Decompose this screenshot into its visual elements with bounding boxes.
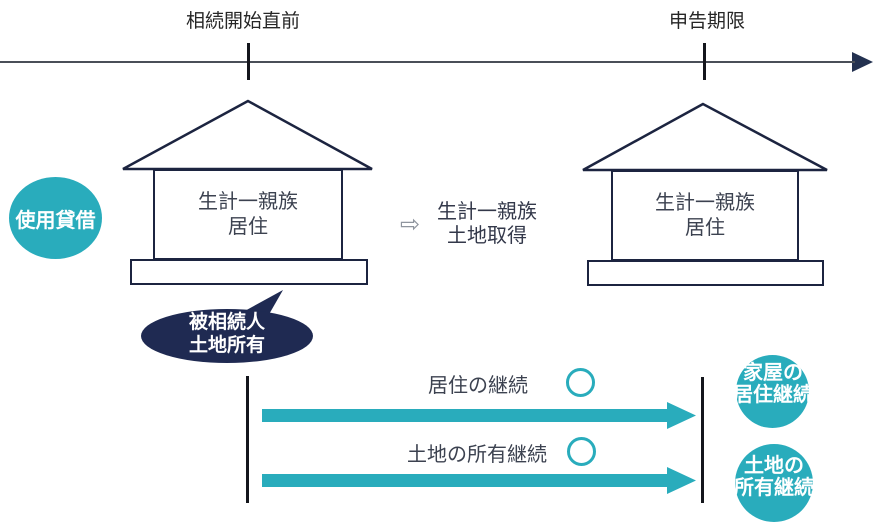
right-house-text: 生計一親族 居住 <box>611 170 799 261</box>
house-residence-outcome-text: 家屋の 居住継続 <box>727 362 819 406</box>
right-house-line2: 居住 <box>685 216 725 239</box>
period-end-line <box>701 377 704 503</box>
left-house-text: 生計一親族 居住 <box>153 169 343 260</box>
right-house-line1: 生計一親族 <box>655 191 755 214</box>
timeline-tick-right <box>703 43 706 80</box>
timeline-axis <box>0 61 855 63</box>
bubble-line1: 被相続人 <box>188 312 265 333</box>
timeline-label-filing-deadline: 申告期限 <box>668 11 745 32</box>
ownership-continuation-label: 土地の所有継続 <box>407 444 547 466</box>
left-house-roof <box>122 99 373 171</box>
land-ownership-outcome-line2: 所有継続 <box>734 477 814 499</box>
land-acquisition-line2: 土地取得 <box>447 225 527 247</box>
ownership-continuation-arrow <box>262 467 696 494</box>
bubble-line2: 土地所有 <box>188 335 265 356</box>
land-acquisition-line1: 生計一親族 <box>437 201 537 223</box>
timeline-arrowhead-icon <box>852 52 873 72</box>
timeline-label-inheritance-start: 相続開始直前 <box>185 11 300 32</box>
residence-pass-circle-mark <box>566 368 595 397</box>
house-residence-outcome-line2: 居住継続 <box>733 384 813 406</box>
land-ownership-outcome-text: 土地の 所有継続 <box>728 455 820 499</box>
residence-continuation-arrow <box>262 402 696 429</box>
left-house-base <box>130 259 368 285</box>
timeline-tick-left <box>247 43 250 80</box>
land-ownership-outcome-circle <box>735 444 813 522</box>
house-residence-outcome-circle <box>736 355 809 428</box>
land-ownership-outcome-line1: 土地の <box>744 455 804 477</box>
right-house-base <box>587 260 824 286</box>
ownership-pass-circle-mark <box>567 437 596 466</box>
period-start-line <box>246 376 249 503</box>
loan-for-use-badge: 使用貸借 <box>9 177 102 259</box>
decedent-ownership-bubble-text: 被相続人 土地所有 <box>141 311 313 357</box>
residence-continuation-label: 居住の継続 <box>428 375 528 397</box>
transfer-arrow-icon: ⇨ <box>400 211 421 238</box>
left-house-line1: 生計一親族 <box>198 190 298 213</box>
right-house-roof <box>582 102 828 172</box>
house-residence-outcome-line1: 家屋の <box>743 362 803 384</box>
loan-for-use-label: 使用貸借 <box>15 209 96 232</box>
left-house-body <box>153 169 343 260</box>
left-house-line2: 居住 <box>228 215 268 238</box>
land-acquisition-note: 生計一親族 土地取得 <box>412 200 562 248</box>
